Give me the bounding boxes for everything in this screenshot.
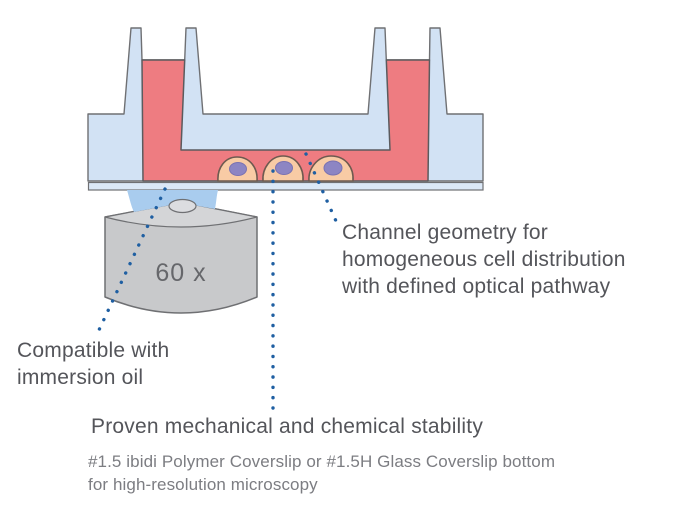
annotation-stability-title: Proven mechanical and chemical stability [91, 415, 484, 438]
annotation-immersion-oil: Compatible with immersion oil [17, 339, 170, 389]
coverslip [87, 181, 484, 191]
cell-nucleus [275, 161, 293, 175]
cell-nucleus [229, 162, 247, 176]
cells-group [217, 155, 354, 182]
leader-line-channel-geometry [304, 152, 338, 223]
annotation-stability-subtitle: #1.5 ibidi Polymer Coverslip or #1.5H Gl… [88, 452, 556, 494]
objective-top-surface [104, 204, 258, 228]
slide-body [87, 27, 484, 182]
annotation-channel-geometry: Channel geometry for homogeneous cell di… [342, 221, 626, 298]
leader-lines [97, 152, 338, 412]
objective-body [104, 204, 258, 314]
cell-nucleus [323, 160, 343, 176]
objective-magnification-label: 60 x [155, 259, 206, 287]
objective-front-lens [168, 198, 197, 214]
